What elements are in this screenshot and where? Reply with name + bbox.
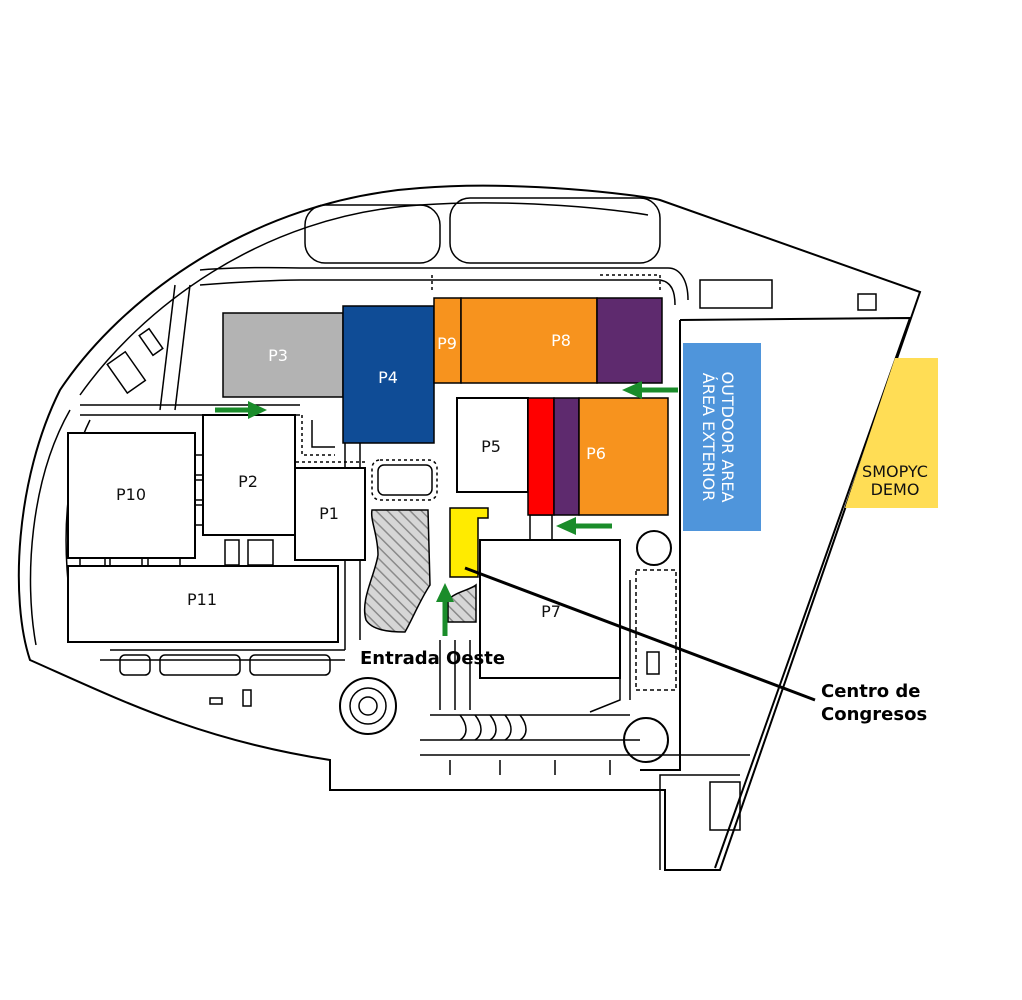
pavilion-p2[interactable]: P2 (202, 414, 296, 536)
svg-text:P8: P8 (551, 331, 571, 350)
pavilion-p6-section-purple (553, 397, 580, 516)
pavilion-p10[interactable]: P10 (67, 432, 196, 559)
arrow-west-entrance (436, 583, 454, 636)
congress-label-line2: Congresos (821, 704, 927, 725)
svg-text:P2: P2 (238, 472, 258, 491)
congress-callout-line (464, 566, 816, 702)
svg-text:SMOPYC: SMOPYC (862, 462, 928, 481)
pavilion-p8-section (596, 297, 663, 384)
arcs-south (459, 714, 527, 741)
arrow-p6-entrance (556, 517, 612, 535)
outdoor-area[interactable]: ÁREA EXTERIOR OUTDOOR AREA (683, 343, 761, 531)
pavilion-p3[interactable]: P3 (222, 312, 344, 398)
svg-text:ÁREA EXTERIOR: ÁREA EXTERIOR (699, 373, 718, 501)
arrow-p2-entrance (215, 401, 267, 419)
pavilion-p8[interactable]: P8 (460, 297, 663, 384)
svg-text:OUTDOOR AREA: OUTDOOR AREA (718, 372, 737, 503)
pavilion-p6[interactable]: P6 (527, 397, 669, 516)
svg-text:P4: P4 (378, 368, 398, 387)
svg-text:DEMO: DEMO (871, 480, 920, 499)
svg-text:P9: P9 (437, 334, 457, 353)
pavilion-p7[interactable]: P7 (479, 539, 621, 679)
svg-text:P10: P10 (116, 485, 146, 504)
hatched-plaza (363, 509, 477, 633)
pavilion-p1[interactable]: P1 (294, 467, 366, 561)
svg-text:P3: P3 (268, 346, 288, 365)
pavilion-p4[interactable]: P4 (342, 305, 435, 444)
svg-text:P5: P5 (481, 437, 501, 456)
pavilion-p6-section-red (527, 397, 555, 516)
svg-text:P11: P11 (187, 590, 217, 609)
svg-text:P7: P7 (541, 602, 561, 621)
svg-text:P1: P1 (319, 504, 339, 523)
west-entrance-label: Entrada Oeste (360, 648, 505, 669)
pavilion-p11[interactable]: P11 (67, 565, 339, 643)
pavilion-p9[interactable]: P9 (433, 297, 462, 384)
congress-label-line1: Centro de (821, 681, 920, 702)
pavilion-p5[interactable]: P5 (456, 397, 529, 493)
roundabout-west (339, 677, 397, 735)
roundabout-east (623, 530, 672, 763)
congress-center-building[interactable] (449, 507, 489, 578)
arrow-p8-entrance (622, 381, 678, 399)
road-islands (65, 197, 877, 707)
smopyc-demo-area[interactable]: SMOPYC DEMO (845, 358, 938, 508)
svg-text:P6: P6 (586, 444, 606, 463)
